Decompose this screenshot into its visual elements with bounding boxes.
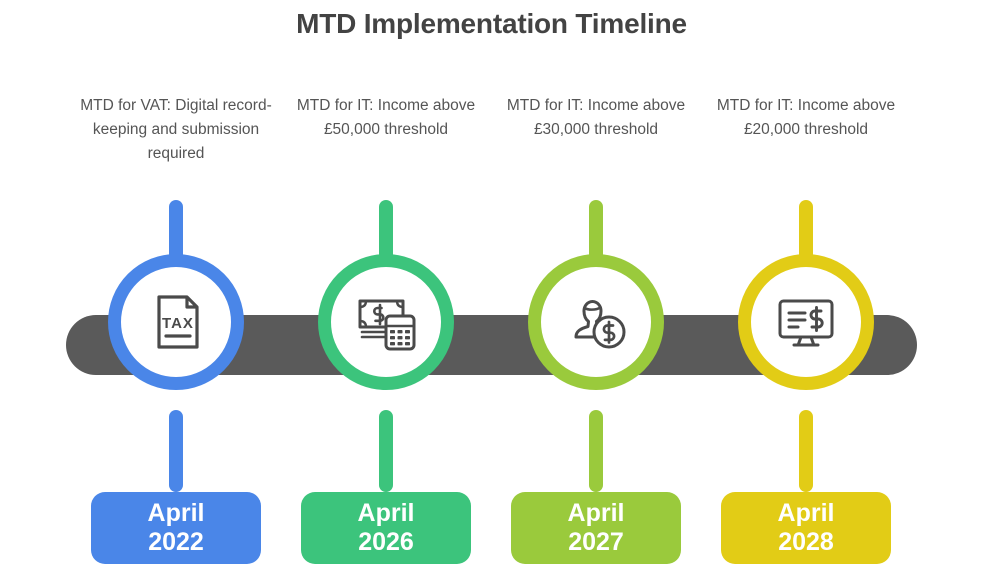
timeline-node-4: MTD for IT: Income above £20,000 thresho… [696,80,916,581]
milestone-date-badge[interactable]: April 2028 [721,492,891,564]
milestone-month: April [147,499,205,527]
timeline-node-1: MTD for VAT: Digital record-keeping and … [66,80,286,581]
milestone-year: 2028 [778,528,834,556]
page-title: MTD Implementation Timeline [296,8,687,39]
cash-calculator-icon [353,291,419,353]
timeline-node-2: MTD for IT: Income above £50,000 thresho… [276,80,496,581]
person-coin-icon [564,291,628,353]
tax-document-icon: TAX [145,291,207,353]
milestone-month: April [357,499,415,527]
milestone-year: 2026 [358,528,414,556]
milestone-year: 2027 [568,528,624,556]
milestone-date-badge[interactable]: April 2027 [511,492,681,564]
milestone-year: 2022 [148,528,204,556]
connector-stem-bottom [799,410,813,492]
milestone-date-badge[interactable]: April 2022 [91,492,261,564]
milestone-description: MTD for IT: Income above £30,000 thresho… [506,97,686,138]
timeline-node-3: MTD for IT: Income above £30,000 thresho… [486,80,706,581]
milestone-description: MTD for IT: Income above £50,000 thresho… [296,97,476,138]
milestone-marker[interactable]: TAX [108,254,244,390]
milestone-description: MTD for IT: Income above £20,000 thresho… [716,97,896,138]
connector-stem-bottom [169,410,183,492]
milestone-marker[interactable] [318,254,454,390]
milestone-description: MTD for VAT: Digital record-keeping and … [80,97,272,162]
milestone-marker[interactable] [738,254,874,390]
connector-stem-bottom [589,410,603,492]
milestone-month: April [777,499,835,527]
connector-stem-bottom [379,410,393,492]
milestone-date-badge[interactable]: April 2026 [301,492,471,564]
milestone-month: April [567,499,625,527]
monitor-dollar-icon [774,291,838,353]
milestone-marker[interactable] [528,254,664,390]
svg-text:TAX: TAX [162,315,194,332]
timeline-diagram: MTD for VAT: Digital record-keeping and … [0,80,983,581]
